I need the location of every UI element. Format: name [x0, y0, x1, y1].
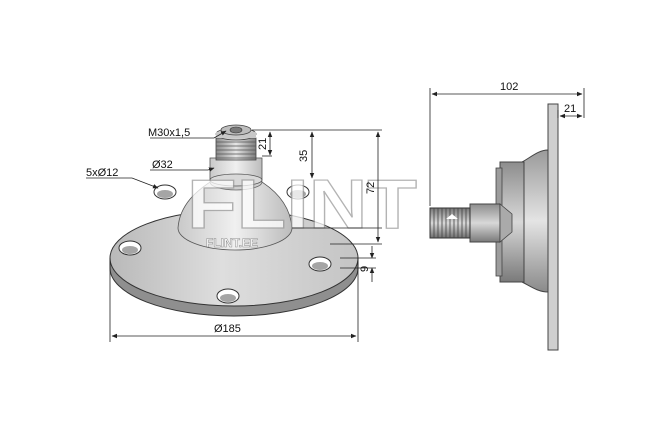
side-view: 102 21: [429, 81, 585, 351]
dimension-9: 9: [359, 266, 371, 272]
outer-diameter-label: Ø185: [214, 323, 241, 335]
dimension-102: 102: [500, 81, 518, 93]
flint-watermark: FLINT FLINT.EE: [186, 164, 417, 250]
bolt-holes: [118, 184, 332, 304]
dimension-21-side: 21: [564, 103, 576, 115]
bolt-hole: [153, 184, 177, 200]
shaft-diameter-label: Ø32: [152, 159, 173, 171]
watermark-logo-text: FLINT: [187, 165, 417, 243]
bolt-hole: [308, 256, 332, 272]
dimension-35: 35: [298, 150, 310, 162]
dimension-72: 72: [365, 182, 377, 194]
watermark-site-text: FLINT.EE: [206, 236, 258, 250]
side-hub-cone: [521, 149, 549, 293]
shaft: [209, 124, 263, 187]
side-flange-plate: [547, 103, 559, 351]
bolt-hole: [216, 288, 240, 304]
bolt-hole: [118, 240, 142, 256]
front-dimensions: M30x1,5 Ø32 5xØ12 Ø185 21 35 72 9: [86, 127, 382, 342]
side-collar: [469, 203, 501, 243]
thread-size-label: M30x1,5: [148, 127, 190, 139]
dimension-21-front: 21: [257, 138, 269, 150]
front-view: FLINT FLINT.EE: [86, 124, 418, 342]
side-thread: [429, 207, 471, 239]
side-dimensions: 102 21: [429, 81, 585, 206]
bolt-holes-label: 5xØ12: [86, 167, 118, 179]
bolt-hole: [286, 184, 310, 200]
